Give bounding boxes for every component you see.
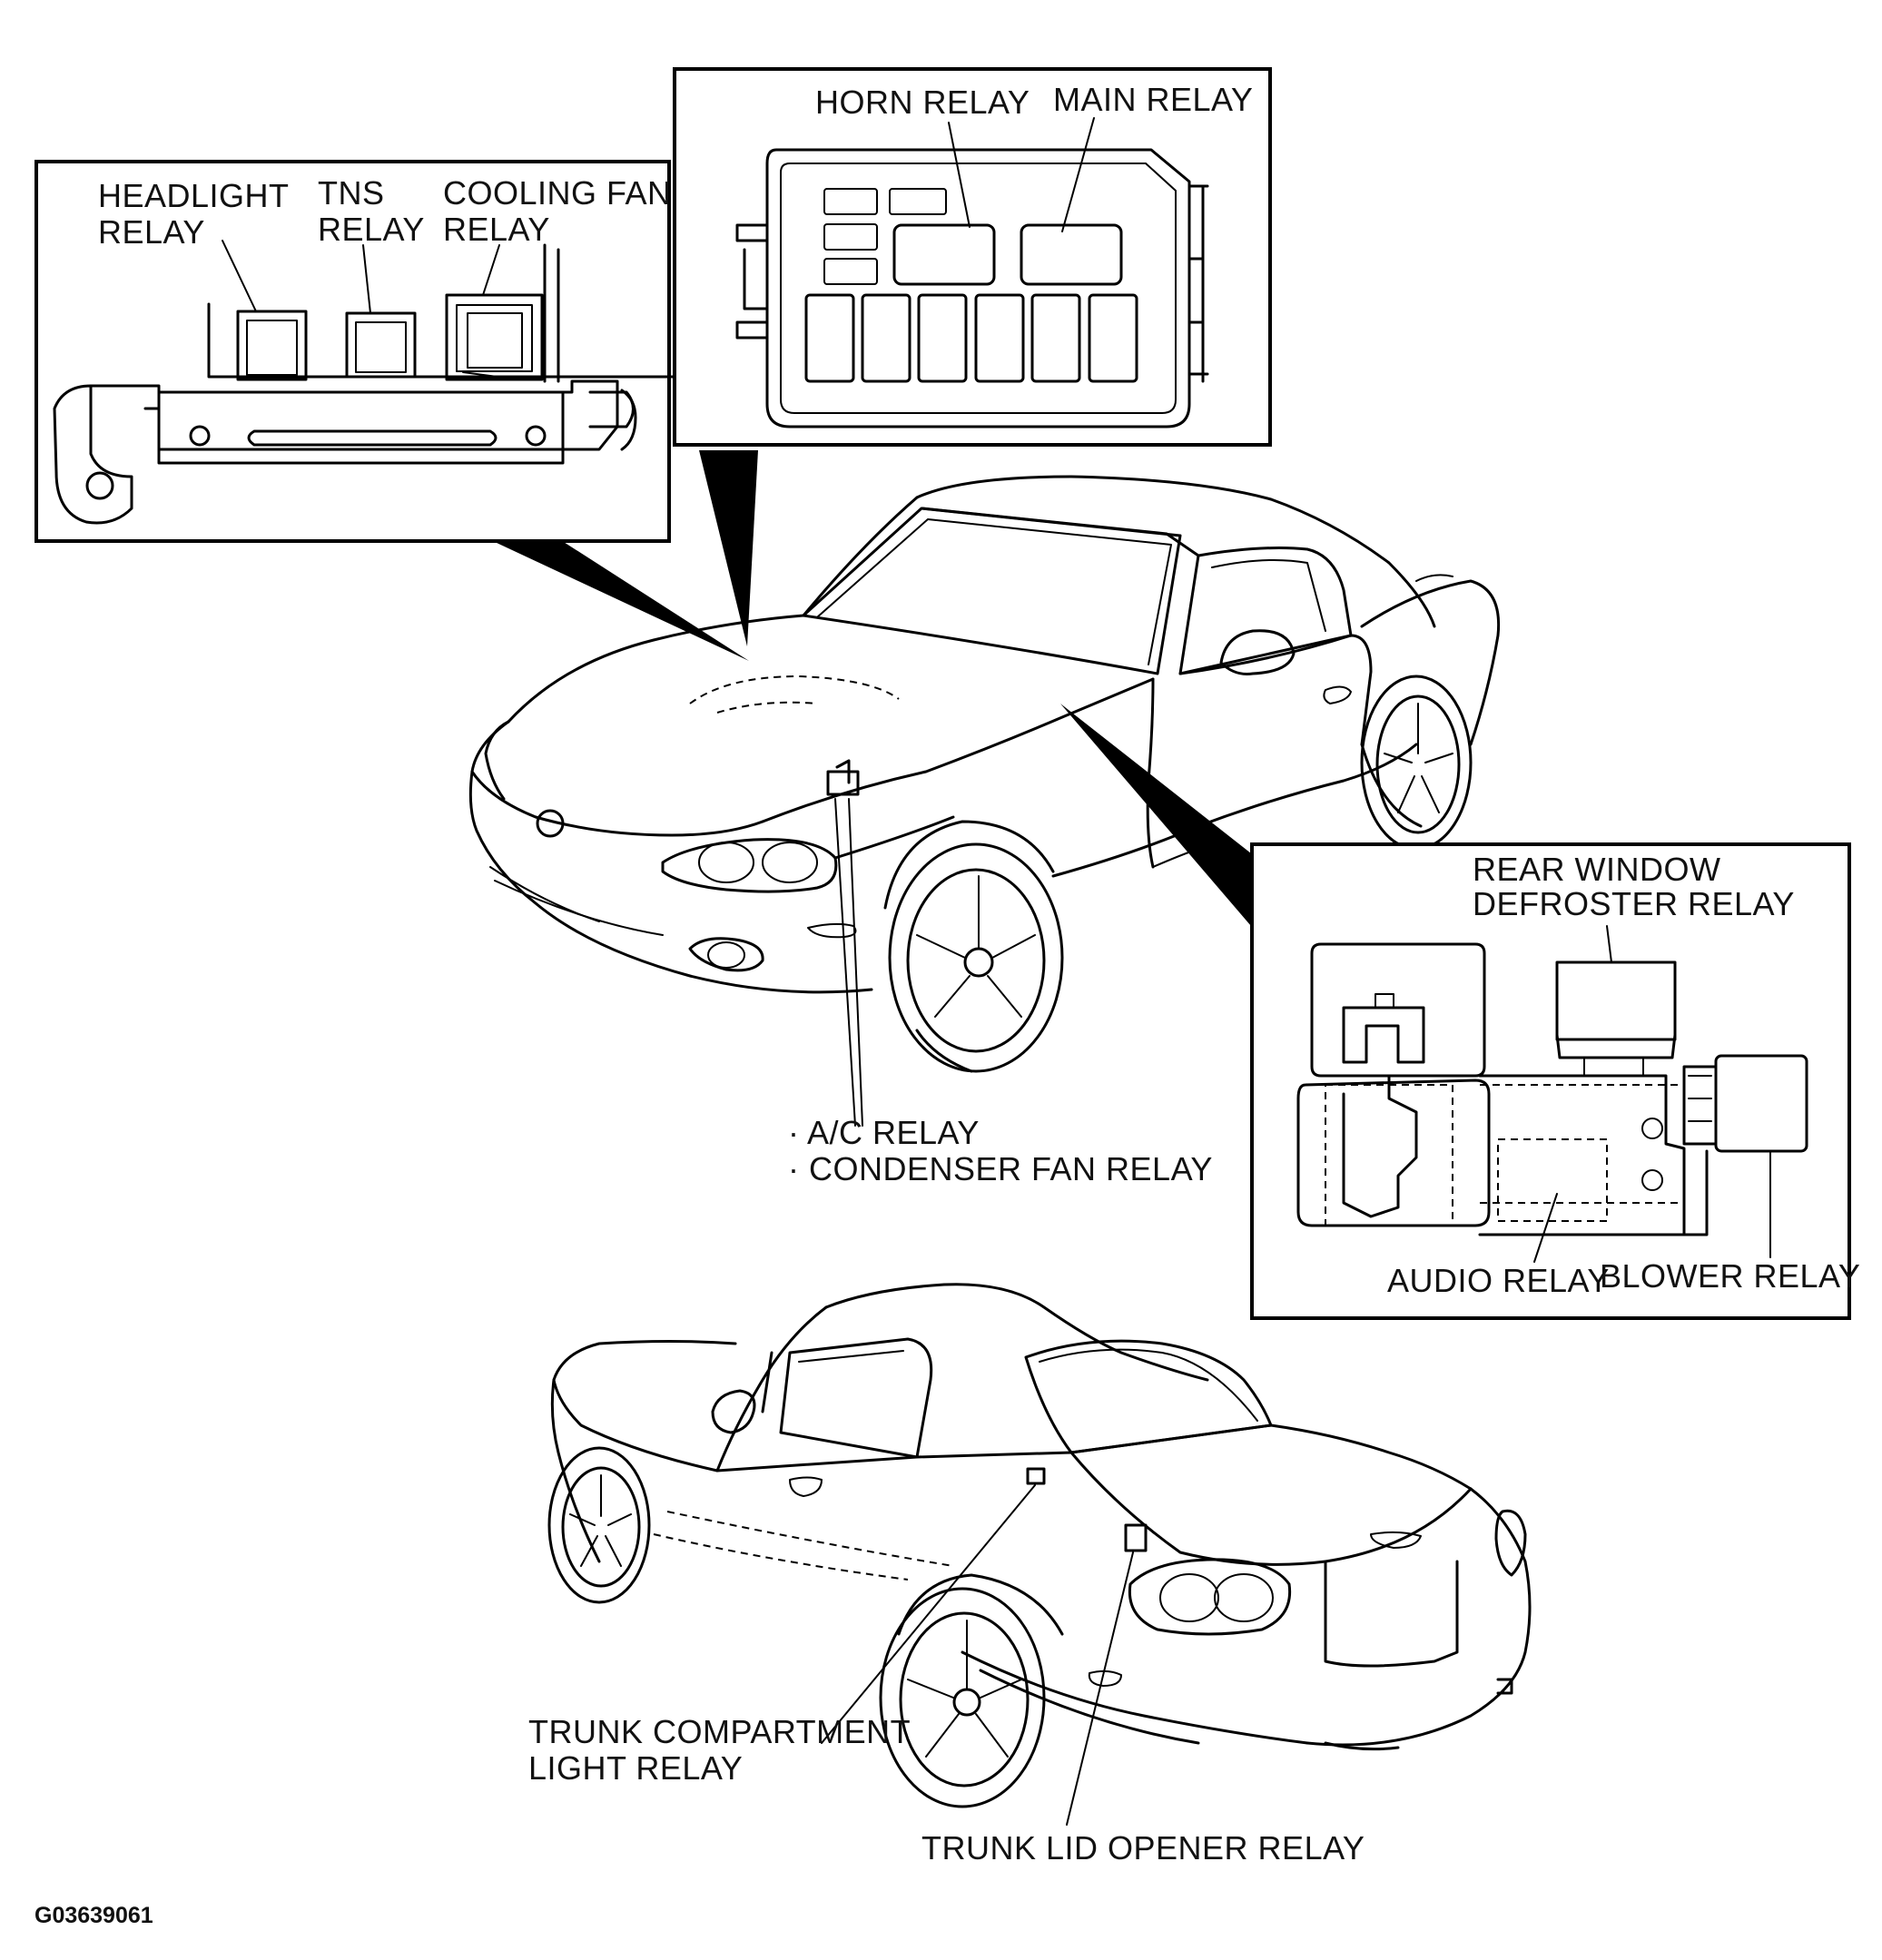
label-blower-relay: BLOWER RELAY — [1600, 1257, 1860, 1295]
leader-headlight-relay — [222, 240, 257, 312]
inset-panel-main-fuse-block: HORN RELAY MAIN RELAY — [673, 67, 1272, 447]
label-horn-relay: HORN RELAY — [815, 84, 1030, 121]
leader-trunk-lid-opener-relay — [1066, 1551, 1134, 1826]
callout-wedge-center-panel — [699, 450, 758, 646]
label-audio-relay: AUDIO RELAY — [1387, 1262, 1610, 1299]
leader-horn-relay — [948, 122, 971, 228]
leader-trunk-compartment-light-relay — [821, 1484, 1036, 1744]
leader-cooling-fan-relay — [482, 244, 500, 296]
car-rear-view-illustration — [547, 1283, 1532, 1826]
leader-ac-relay — [848, 798, 863, 1127]
leader-condenser-fan-relay — [834, 798, 856, 1127]
figure-code: G03639061 — [34, 1903, 153, 1928]
leader-defroster-relay — [1606, 925, 1612, 963]
leader-tns-relay — [362, 244, 371, 314]
callout-wedge-right-panel — [1060, 704, 1251, 926]
car-front-view-illustration — [468, 475, 1501, 1127]
label-condenser-fan-relay: · CONDENSER FAN RELAY — [788, 1150, 1213, 1187]
label-ac-relay: · A/C RELAY — [788, 1114, 980, 1151]
leader-main-relay — [1061, 117, 1095, 232]
label-main-relay: MAIN RELAY — [1053, 81, 1253, 118]
leader-audio-relay — [1533, 1193, 1558, 1263]
label-trunk-lid-opener-relay: TRUNK LID OPENER RELAY — [921, 1829, 1365, 1866]
callout-wedge-left-panel — [481, 536, 749, 661]
